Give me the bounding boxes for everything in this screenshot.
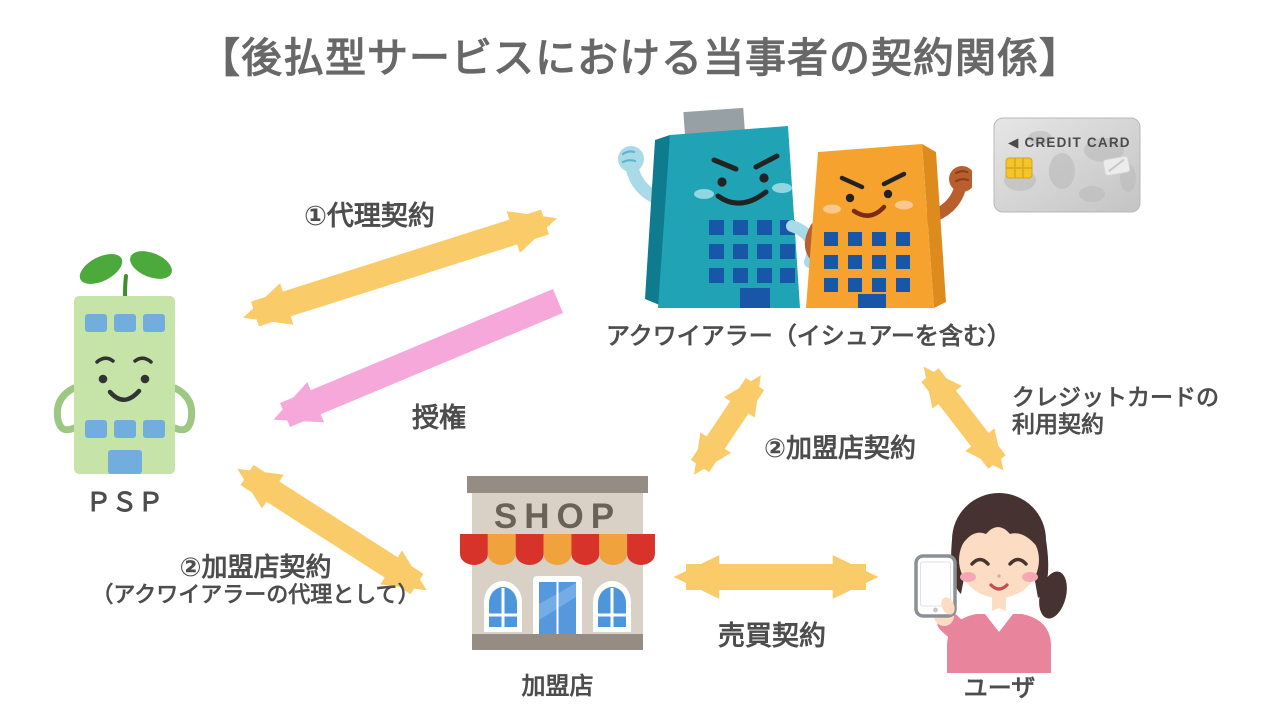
authorization-label: 授権: [412, 403, 466, 433]
user-character: [914, 493, 1067, 673]
card-hologram: [1102, 155, 1131, 176]
arrow-merchant-contract-acquirer: [690, 375, 765, 475]
acquirer-teal-face: [694, 153, 792, 206]
sales-contract-label: 売買契約: [718, 621, 826, 651]
merchant-contract-psp-line1: ②加盟店契約: [179, 552, 332, 582]
arrow-card-usage-contract: [921, 366, 1006, 471]
shop-right-window: [593, 581, 631, 632]
shop-awning: [460, 534, 655, 566]
shop-top-band: [467, 476, 648, 493]
acquirer-characters: [618, 107, 972, 308]
face: [959, 522, 1039, 598]
user-label: ユーザ: [963, 675, 1036, 702]
card-chip-icon: [1005, 157, 1033, 179]
sprout-icon: [79, 251, 172, 298]
card-usage-contract-label: クレジットカードの 利用契約: [1012, 384, 1219, 438]
user-face: [960, 557, 1038, 591]
shop-bottom-band: [472, 634, 643, 650]
bangs: [960, 514, 1038, 548]
psp-left-arm: [53, 384, 78, 434]
merchant-contract-psp-line2: （アクワイアラーの代理として）: [91, 582, 420, 607]
shop-left-window: [484, 581, 522, 632]
acquirer-orange-building: [804, 144, 972, 308]
psp-label: ＰＳＰ: [85, 487, 164, 517]
credit-card-text: ◀ CREDIT CARD: [1008, 135, 1131, 150]
thumb: [941, 597, 955, 615]
acquirer-label: アクワイアラー（イシュアーを含む）: [606, 323, 1011, 350]
psp-right-arm: [171, 384, 196, 434]
psp-face: [95, 356, 153, 402]
arrow-merchant-contract-psp: [237, 464, 427, 595]
agency-contract-label: ①代理契約: [304, 201, 435, 231]
card-usage-line1: クレジットカードの: [1012, 384, 1219, 410]
sleeve: [937, 611, 981, 651]
neck: [992, 596, 1006, 612]
credit-card-icon: ◀ CREDIT CARD: [993, 117, 1141, 213]
merchant-contract-acquirer-label: ②加盟店契約: [764, 433, 917, 463]
card-usage-line2: 利用契約: [1012, 411, 1104, 437]
arrow-authorization: [273, 289, 564, 427]
shop-sign: SHOP: [494, 497, 621, 536]
page-title: 【後払型サービスにおける当事者の契約関係】: [199, 35, 1081, 81]
shop-door: [533, 576, 582, 650]
collar: [985, 608, 1013, 632]
psp-character: [53, 251, 196, 474]
shop-character: SHOP: [460, 476, 655, 650]
acquirer-teal-building: [618, 107, 819, 308]
psp-windows: [85, 314, 165, 474]
merchant-label: 加盟店: [521, 673, 594, 700]
merchant-contract-psp-label: ②加盟店契約 （アクワイアラーの代理として）: [68, 552, 443, 608]
arrow-agency-contract: [243, 209, 557, 327]
acquirer-orange-face: [823, 171, 913, 218]
